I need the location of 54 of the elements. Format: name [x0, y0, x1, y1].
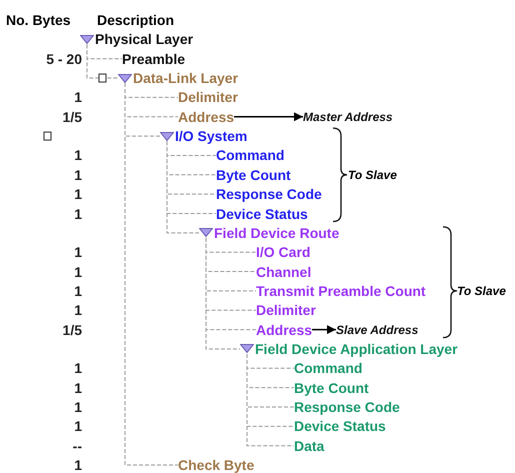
field-name: Data — [294, 438, 324, 454]
field-name: Device Status — [216, 206, 308, 222]
field-name: Address — [178, 108, 234, 125]
byte-count: 1 — [74, 186, 82, 202]
tree-connector — [246, 353, 294, 446]
byte-count: 1 — [74, 457, 82, 473]
field-name: Command — [294, 360, 362, 376]
byte-count: 1/5 — [62, 108, 82, 125]
byte-count: 1 — [74, 166, 82, 183]
byte-count: 5 - 20 — [46, 50, 82, 67]
bracket-label: To Slave — [348, 166, 397, 183]
field-name: Response Code — [216, 186, 322, 202]
bracket-label: To Slave — [457, 282, 506, 299]
field-name: Response Code — [294, 399, 400, 415]
field-name: Field Device Route — [214, 224, 340, 241]
field-name: Transmit Preamble Count — [256, 282, 426, 299]
column-header: No. Bytes — [6, 12, 71, 28]
field-name: Delimiter — [178, 89, 238, 106]
field-name: Byte Count — [294, 380, 369, 396]
field-name: Channel — [256, 264, 312, 280]
field-name: Address — [256, 322, 312, 338]
tree-connector — [206, 237, 240, 350]
byte-count: 1 — [74, 418, 82, 434]
field-name: Check Byte — [178, 457, 254, 473]
column-header: Description — [97, 12, 174, 28]
arrow — [234, 112, 303, 122]
byte-count: 1 — [74, 380, 82, 396]
byte-count: 1 — [74, 206, 82, 222]
annotation-text: Slave Address — [336, 322, 418, 337]
field-name: Data-Link Layer — [133, 70, 238, 86]
field-name: Physical Layer — [95, 31, 194, 48]
tree-connector — [86, 44, 118, 79]
tree-item — [160, 128, 248, 144]
field-name: Command — [216, 147, 284, 164]
arrow — [312, 325, 336, 334]
field-name: I/O System — [175, 128, 248, 144]
tree-connector — [166, 140, 200, 234]
byte-count: 1 — [74, 244, 82, 260]
byte-count: 1 — [74, 264, 82, 280]
byte-count: -- — [72, 438, 82, 454]
byte-count: 1 — [74, 89, 82, 106]
byte-count: 1 — [74, 302, 82, 318]
byte-count: 1 — [74, 399, 82, 415]
byte-count: 1/5 — [62, 322, 82, 338]
annotation-text: Master Address — [303, 110, 393, 124]
byte-count: 1 — [74, 282, 82, 299]
byte-count: 1 — [74, 147, 82, 164]
field-name: Preamble — [122, 50, 186, 67]
field-name: Delimiter — [256, 302, 316, 318]
byte-count: 1 — [74, 360, 82, 376]
field-name: Field Device Application Layer — [255, 340, 458, 357]
field-name: I/O Card — [256, 244, 310, 260]
field-name: Byte Count — [216, 166, 291, 183]
field-name: Device Status — [294, 418, 386, 434]
